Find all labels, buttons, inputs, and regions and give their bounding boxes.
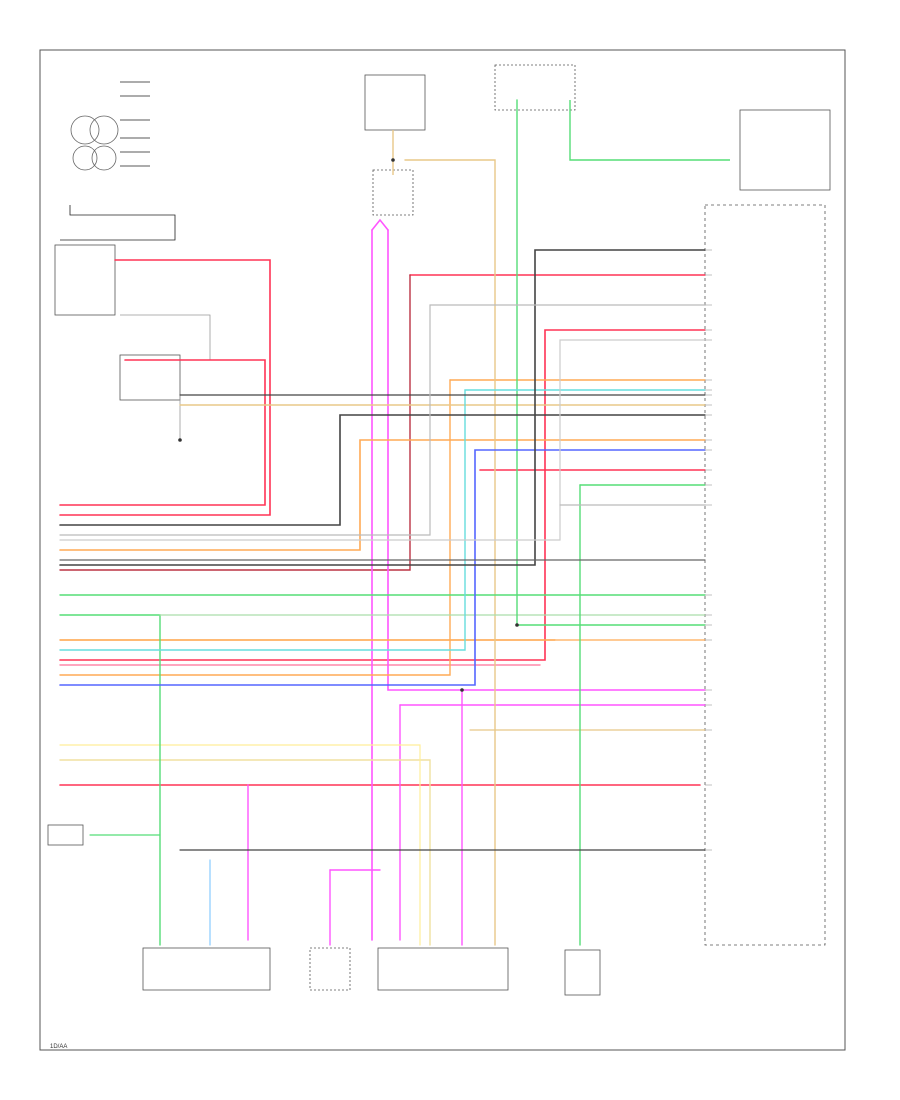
wire-magenta-3 (371, 218, 389, 231)
wire-runs (59, 99, 706, 946)
instrument-cluster (494, 64, 831, 191)
wire-orange-4 (59, 379, 451, 676)
wire-gray-1 (59, 304, 706, 536)
bottom-module-left (142, 947, 271, 991)
wire-orange-1 (59, 439, 706, 551)
diagram-code: 1D/AA (50, 1044, 68, 1050)
wire-cyan-1 (59, 389, 706, 651)
bottom-components (47, 824, 601, 996)
wire-blue-1 (59, 449, 706, 686)
wire-red-5 (59, 274, 411, 571)
diagram-frame (39, 49, 846, 1051)
left-small-switch (47, 824, 84, 846)
wire-black-1 (59, 414, 706, 526)
fuse-block (364, 74, 426, 216)
wire-red-1 (59, 259, 271, 516)
wire-tan-2 (404, 159, 496, 946)
bottom-module-center (309, 947, 351, 991)
wire-red-6 (59, 329, 706, 661)
bottom-sensor (564, 949, 601, 996)
wire-red-2 (59, 359, 266, 506)
wire-tan-3 (59, 759, 431, 946)
splice-points (178, 158, 519, 692)
distributor-component (60, 81, 176, 241)
wire-tan-5 (59, 744, 421, 946)
pcm-pin-ticks (705, 249, 712, 851)
wire-gray-2 (59, 339, 706, 541)
bottom-module-right (377, 947, 509, 991)
wire-magenta-2 (387, 229, 706, 691)
left-module (54, 244, 211, 440)
pcm-connector (704, 204, 826, 946)
wire-black-2 (59, 249, 706, 566)
